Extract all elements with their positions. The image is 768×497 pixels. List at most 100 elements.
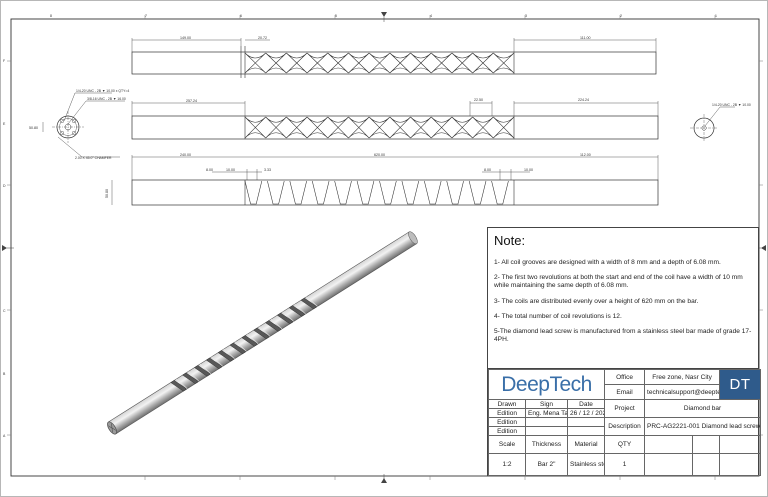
drawn-label: Drawn	[488, 399, 526, 409]
dimension-label: 257.24	[186, 99, 197, 103]
coil-groove	[286, 52, 308, 74]
coil-band	[217, 350, 235, 362]
coil-highlight	[306, 296, 318, 307]
coil-groove	[244, 116, 266, 139]
description-label: Description	[604, 417, 646, 436]
coil-groove	[379, 180, 397, 205]
coil-groove	[410, 52, 432, 74]
zone-ticks	[7, 15, 763, 480]
coil-band	[300, 297, 318, 310]
dimension-label: 111.00	[580, 36, 590, 40]
zone-row-label: F	[3, 59, 5, 63]
material-value: Stainless steel 17-4PH	[566, 453, 606, 476]
coil-band	[229, 342, 247, 355]
dimension-label: 8.00	[484, 168, 491, 172]
coil-highlight	[176, 378, 188, 389]
dimension-label: 20.72	[258, 36, 267, 40]
zone-row-label: B	[3, 372, 6, 376]
coil-groove	[451, 116, 473, 139]
coil-band	[182, 372, 199, 384]
coil-groove	[334, 180, 352, 205]
dimension-label: 22.50	[474, 98, 483, 102]
coil-groove	[493, 116, 515, 139]
zone-col-label: 5	[335, 14, 337, 18]
zone-col-label: 1	[715, 14, 717, 18]
zone-col-label: 7	[145, 14, 147, 18]
dimension-label: 8.00	[206, 168, 213, 172]
note-item: 1- All coil grooves are designed with a …	[494, 259, 721, 266]
coil-groove	[389, 52, 411, 74]
date-label: Date	[566, 399, 606, 409]
coil-highlight	[223, 348, 235, 360]
dimension-label: 50.80	[105, 189, 109, 198]
thickness-label: Thickness	[525, 435, 568, 454]
coil-groove	[267, 180, 285, 205]
zone-row-label: A	[3, 434, 6, 438]
zone-col-label: 6	[240, 14, 242, 18]
dimension-label: 3.33	[264, 168, 271, 172]
coil-groove	[431, 116, 453, 139]
drawn-sign-value: Eng. Mena Tarek	[525, 408, 568, 418]
notes-panel: Note: 1- All coil grooves are designed w…	[487, 227, 759, 368]
coil-groove	[327, 116, 349, 139]
dimension-label: 50.80	[29, 126, 38, 130]
drawn-date-value: 26 / 12 / 2024	[566, 408, 606, 418]
coil-highlight	[187, 371, 200, 382]
coil-highlight	[235, 341, 247, 352]
coil-groove	[368, 52, 391, 74]
coil-highlight	[258, 326, 271, 337]
bar-view-lower: 50.80 240.00 620.00 112.00 8.00 10.00 3.…	[105, 153, 659, 206]
note-item: 3- The coils are distributed evenly over…	[494, 297, 699, 305]
sign-label: Sign	[525, 399, 568, 409]
coil-band	[241, 335, 259, 347]
coil-highlight	[199, 363, 212, 375]
coil-groove	[451, 52, 473, 74]
coil-groove	[468, 180, 487, 205]
coil-highlight	[294, 304, 306, 315]
dimension-label: 224.24	[578, 98, 589, 102]
material-label: Material	[566, 435, 606, 454]
thread-callout: 1/4-20 UNC - 2B ▼ 10.00 x QTY=4	[76, 89, 129, 93]
dimension-label: 240.00	[180, 153, 191, 157]
coil-highlight	[282, 311, 294, 322]
scale-value: 1:2	[488, 453, 526, 476]
coil-band	[205, 357, 223, 369]
zone-row-label: E	[3, 122, 6, 126]
coil-groove	[472, 52, 494, 74]
scale-label: Scale	[488, 435, 526, 454]
isometric-bar	[107, 231, 418, 435]
description-value: PRC-AG2221-001 Diamond lead screw	[644, 417, 762, 436]
coil-groove	[244, 180, 263, 205]
logo-text: DeepTech	[501, 372, 592, 396]
dimension-label: 112.00	[580, 153, 591, 157]
end-view-left: 50.80 1/4-20 UNC - 2B ▼ 10.00 x QTY=4 3/…	[29, 89, 129, 160]
dimension-label: 10.00	[524, 168, 533, 172]
coil-grooves-lower	[244, 180, 509, 205]
coil-groove	[348, 116, 370, 139]
zone-col-label: 2	[620, 14, 622, 18]
coil-band	[276, 312, 294, 325]
dimension-label: 620.00	[374, 153, 385, 157]
thickness-value: Bar 2"	[525, 453, 568, 476]
coil-groove	[289, 180, 307, 205]
coil-band	[170, 380, 188, 392]
coil-band	[253, 327, 270, 340]
qty-label: QTY	[604, 435, 646, 454]
coil-highlight	[211, 356, 223, 367]
coil-band	[288, 305, 306, 317]
office-value: Free zone, Nasr City	[644, 369, 721, 385]
coil-groove	[286, 116, 308, 139]
qty-value: 1	[604, 453, 646, 476]
coil-groove	[401, 180, 419, 205]
email-label: Email	[604, 384, 646, 400]
notes-title: Note:	[494, 233, 526, 248]
project-label: Project	[604, 399, 646, 418]
coil-groove	[306, 52, 328, 74]
coil-groove	[410, 116, 432, 139]
coil-groove	[244, 52, 266, 74]
edition-label: Edition	[488, 426, 526, 436]
coil-groove	[424, 180, 442, 205]
thread-callout: 3/8-16 UNC - 2B ▼ 16.00	[87, 97, 126, 101]
coil-groove	[446, 180, 464, 205]
coil-groove	[265, 116, 287, 139]
